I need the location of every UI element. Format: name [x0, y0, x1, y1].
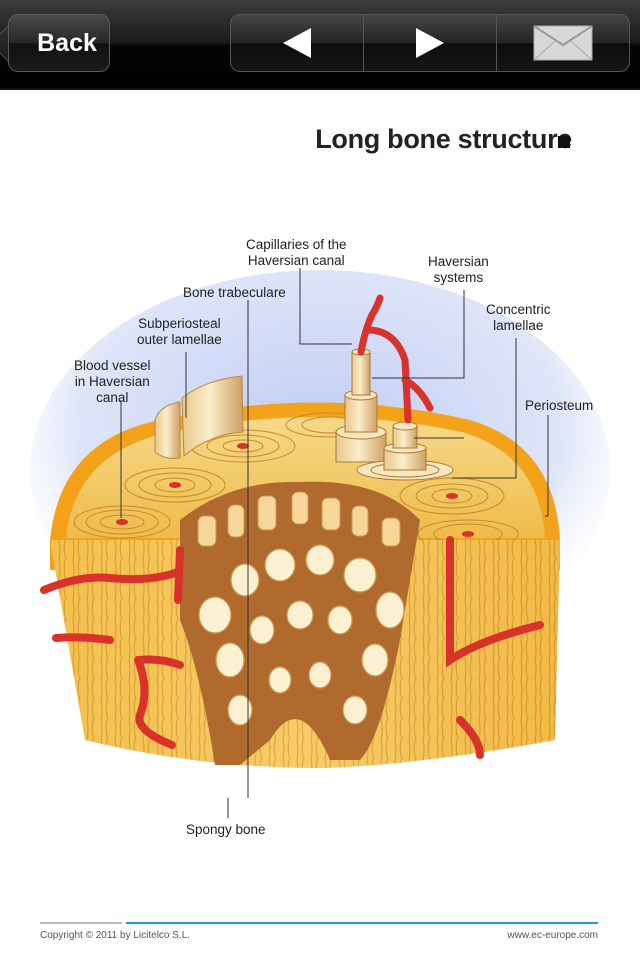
- page-title: Long bone structure: [315, 124, 572, 154]
- label-capillaries-haversian-canal: Capillaries of the Haversian canal: [246, 237, 347, 269]
- label-line: Haversian canal: [247, 253, 345, 268]
- navigation-segmented-control: [230, 14, 630, 72]
- next-button[interactable]: [364, 15, 497, 71]
- label-line: Capillaries of the: [246, 237, 347, 252]
- top-navigation-bar: Back: [0, 0, 640, 90]
- title-square-bullet: [558, 136, 570, 148]
- long-bone-illustration: Capillaries of the Haversian canal Haver…: [0, 220, 640, 860]
- label-haversian-systems: Haversian systems: [428, 254, 489, 286]
- label-blood-vessel-haversian-canal: Blood vessel in Haversian canal: [74, 358, 151, 406]
- label-line: systems: [433, 270, 484, 285]
- bone-cross-section-image: [30, 268, 610, 818]
- label-concentric-lamellae: Concentric lamellae: [486, 302, 551, 334]
- back-button[interactable]: Back: [8, 14, 110, 72]
- email-button[interactable]: [497, 15, 629, 71]
- footer-copyright: Copyright © 2011 by Licitelco S.L.: [40, 930, 191, 941]
- label-subperiosteal-outer-lamellae: Subperiosteal outer lamellae: [137, 316, 222, 348]
- label-line: Haversian: [428, 254, 489, 269]
- label-periosteum: Periosteum: [525, 398, 594, 413]
- label-line: lamellae: [493, 318, 544, 333]
- footer-website-link[interactable]: www.ec-europe.com: [507, 930, 598, 941]
- footer-divider-blue: [126, 922, 598, 924]
- label-line: canal: [96, 390, 129, 405]
- label-line: Blood vessel: [74, 358, 151, 373]
- footer-divider-grey: [40, 922, 122, 924]
- label-line: Concentric: [486, 302, 551, 317]
- arrow-left-icon: [283, 28, 311, 58]
- label-bone-trabeculare: Bone trabeculare: [183, 285, 286, 300]
- label-spongy-bone: Spongy bone: [186, 822, 266, 837]
- label-line: outer lamellae: [137, 332, 222, 347]
- envelope-icon: [533, 25, 593, 61]
- label-line: in Haversian: [74, 374, 150, 389]
- arrow-right-icon: [416, 28, 444, 58]
- label-line: Subperiosteal: [138, 316, 221, 331]
- previous-button[interactable]: [231, 15, 364, 71]
